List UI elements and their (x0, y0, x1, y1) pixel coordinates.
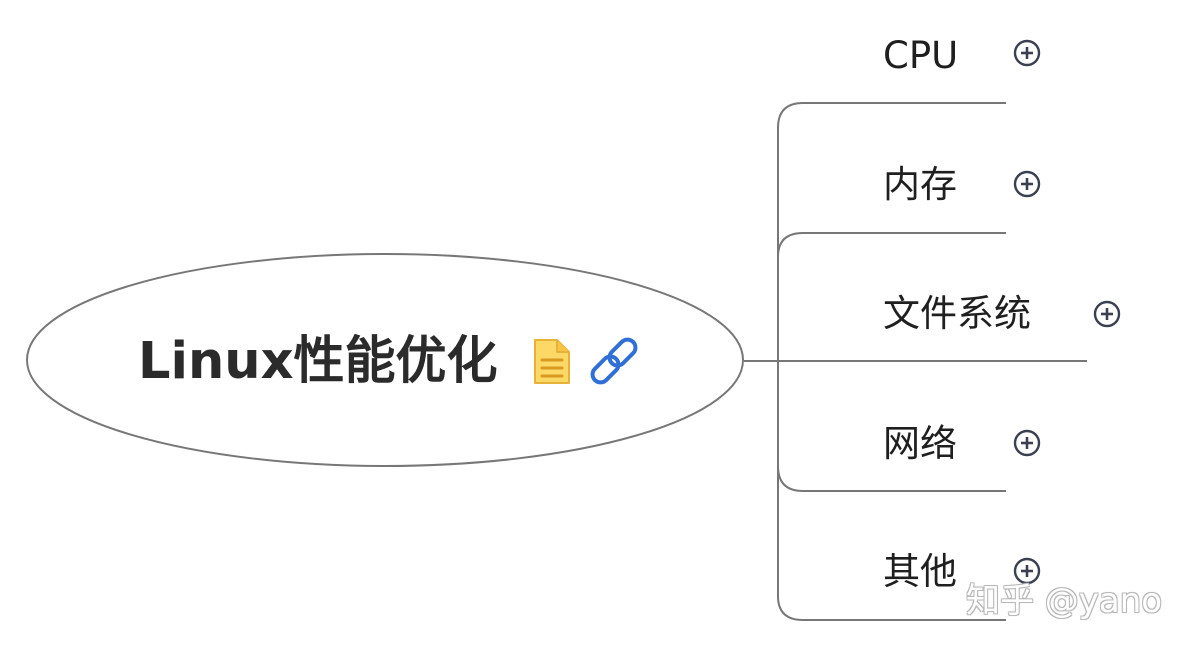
branch-label-cpu[interactable]: CPU (883, 34, 959, 77)
expand-cpu-icon[interactable] (1013, 39, 1041, 67)
branch-line-network (777, 465, 1006, 492)
branch-label-filesystem[interactable]: 文件系统 (883, 292, 1031, 335)
expand-memory-icon[interactable] (1013, 170, 1041, 198)
branch-line-other (777, 595, 1006, 621)
link-icon[interactable] (589, 336, 638, 385)
expand-network-icon[interactable] (1013, 429, 1041, 457)
branch-line-memory (777, 232, 1006, 258)
root-node-shape[interactable] (26, 253, 744, 467)
expand-other-icon[interactable] (1013, 557, 1041, 585)
expand-filesystem-icon[interactable] (1093, 300, 1121, 328)
watermark: 知乎 @yano (966, 581, 1163, 621)
branch-label-network[interactable]: 网络 (883, 422, 957, 465)
note-icon[interactable] (534, 339, 570, 384)
branch-label-other[interactable]: 其他 (883, 550, 957, 593)
branch-label-memory[interactable]: 内存 (883, 163, 957, 206)
branch-line-cpu (777, 102, 1006, 129)
root-node-title[interactable]: Linux性能优化 (138, 332, 498, 391)
